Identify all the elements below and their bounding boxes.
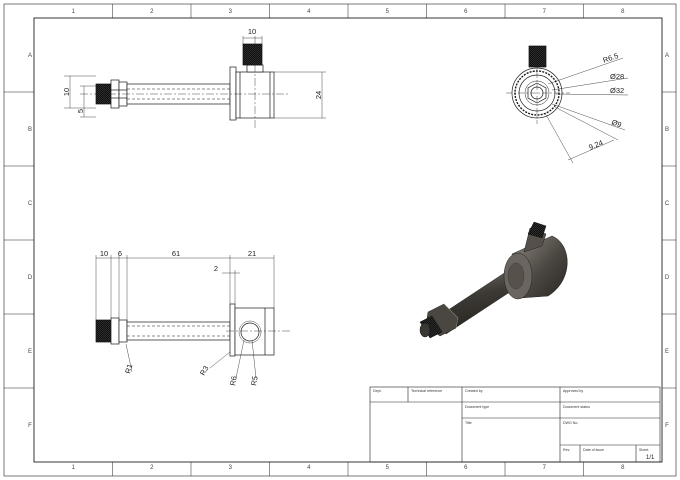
zone-column-label: 6: [464, 465, 468, 471]
dim-end-d9: Ø9: [610, 118, 623, 130]
tb-date-of-issue: Date of issue: [583, 448, 604, 452]
zone-column-label: 2: [150, 465, 154, 471]
dim-front-61: 61: [172, 249, 180, 258]
tb-dept: Dept.: [373, 389, 382, 393]
zone-column-label: 8: [621, 465, 625, 471]
dim-front-r5: R5: [249, 375, 260, 386]
zone-column-label: 1: [72, 9, 76, 15]
dim-end-d32: Ø32: [610, 86, 624, 95]
dim-top-24: 24: [314, 91, 323, 99]
dim-top-left-10: 10: [62, 88, 71, 96]
dim-front-r6: R6: [228, 375, 239, 386]
tb-doc-type: Document type: [465, 405, 489, 409]
top-view-boss-knurl: [242, 43, 263, 66]
end-view: [506, 45, 629, 164]
dim-front-6: 6: [118, 249, 122, 258]
zone-row-label: F: [665, 423, 669, 429]
zone-column-label: 6: [464, 9, 468, 15]
front-view-knurl: [95, 319, 112, 343]
dim-front-2: 2: [214, 264, 218, 273]
zone-row-label: A: [665, 53, 669, 59]
title-block: [369, 386, 661, 463]
tb-doc-status: Document status: [563, 405, 590, 409]
zone-row-label: B: [28, 127, 32, 133]
dim-top-left-5: 5: [76, 109, 85, 113]
tb-sheet: Sheet: [639, 448, 648, 452]
dim-end-d28: Ø28: [610, 72, 624, 81]
zone-row-label: B: [665, 127, 669, 133]
dim-front-21: 21: [248, 249, 256, 258]
tb-approved-by: Approved by: [563, 389, 583, 393]
tb-sheet-value: 1/1: [646, 455, 655, 461]
zone-column-label: 5: [386, 9, 390, 15]
zone-column-label: 4: [307, 465, 311, 471]
zone-column-label: 7: [543, 9, 547, 15]
tb-tech-ref: Technical reference: [411, 389, 442, 393]
zone-row-label: F: [28, 423, 32, 429]
zone-column-label: 8: [621, 9, 625, 15]
zone-column-label: 4: [307, 9, 311, 15]
zone-column-label: 5: [386, 465, 390, 471]
zone-column-label: 3: [229, 465, 233, 471]
dim-end-924: 9.24: [587, 138, 604, 152]
tb-title: Title: [465, 421, 472, 425]
zone-column-label: 3: [229, 9, 233, 15]
zone-row-label: E: [28, 349, 32, 355]
zone-row-label: D: [665, 275, 670, 281]
end-view-boss-knurl: [528, 45, 547, 68]
front-view-bore: [240, 322, 260, 342]
front-view: [95, 255, 290, 379]
zone-column-label: 2: [150, 9, 154, 15]
isometric-view: [419, 221, 568, 339]
zone-row-label: C: [665, 201, 670, 207]
dim-front-r1: R1: [123, 363, 134, 375]
zone-column-label: 7: [543, 465, 547, 471]
zone-row-label: A: [28, 53, 32, 59]
dim-front-10: 10: [100, 249, 108, 258]
top-view: [64, 36, 326, 128]
zone-column-label: 1: [72, 465, 76, 471]
zone-row-label: E: [665, 349, 669, 355]
tb-rev: Rev.: [563, 448, 570, 452]
dim-end-r65: R6.5: [602, 51, 620, 65]
tb-dwg-no: DWG No.: [563, 421, 578, 425]
dim-top-10: 10: [248, 27, 256, 36]
tb-created-by: Created by: [465, 389, 483, 393]
zone-row-label: D: [28, 275, 33, 281]
dim-front-r3: R3: [198, 364, 211, 377]
zone-row-label: C: [28, 201, 33, 207]
